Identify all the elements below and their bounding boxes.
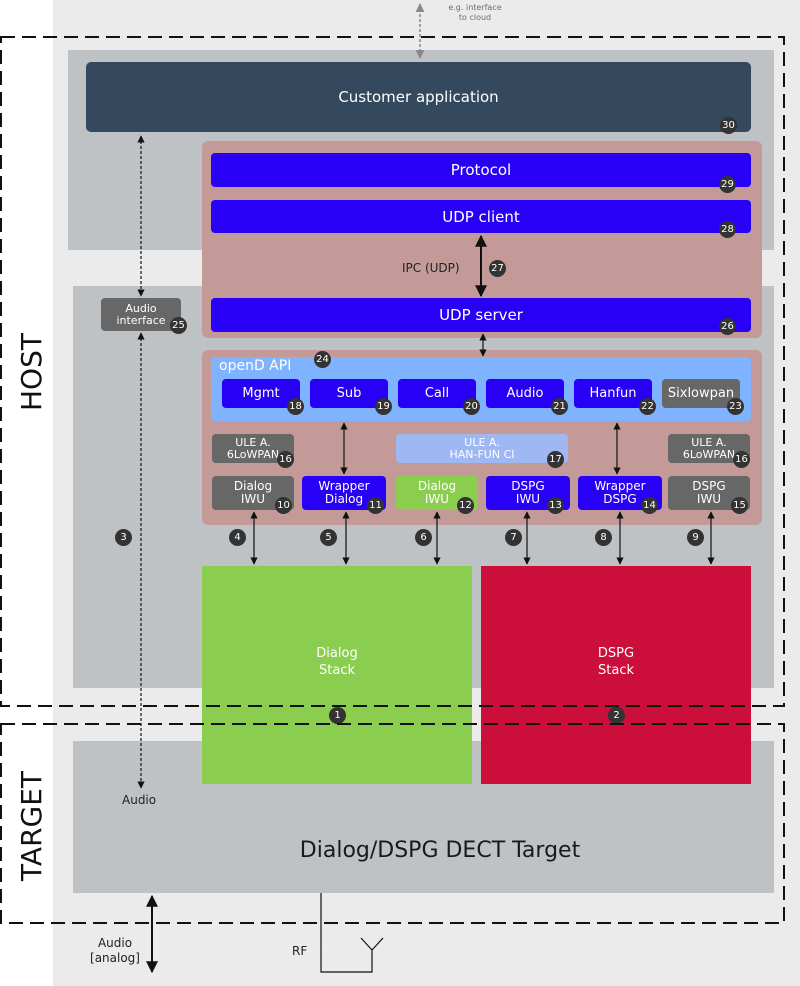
iwu-dialog-left-label: Dialog IWU xyxy=(233,479,273,506)
badge-11: 11 xyxy=(367,497,384,514)
badge-26: 26 xyxy=(719,318,736,335)
badge-28: 28 xyxy=(719,221,736,238)
badge-21: 21 xyxy=(551,398,568,415)
ule-6lowpan-right-label: ULE A. 6LoWPAN xyxy=(682,435,736,461)
badge-10: 10 xyxy=(275,497,292,514)
badge-20: 20 xyxy=(463,398,480,415)
badge-17: 17 xyxy=(547,451,564,468)
badge-12: 12 xyxy=(457,497,474,514)
audio-analog-label: Audio [analog] xyxy=(90,936,140,965)
badge-4: 4 xyxy=(229,529,246,546)
iwu-dspg-label: DSPG IWU xyxy=(511,479,545,506)
udp-server-label: UDP server xyxy=(439,306,523,324)
audio-interface-box: Audio interface xyxy=(101,298,181,331)
badge-6: 6 xyxy=(415,529,432,546)
api-audio-label: Audio xyxy=(506,386,544,401)
audio-interface-label: Audio interface xyxy=(116,301,166,327)
badge-15: 15 xyxy=(731,497,748,514)
iwu-dspg-right-box: DSPG IWU xyxy=(668,476,750,510)
badge-24: 24 xyxy=(314,351,331,368)
badge-19: 19 xyxy=(375,398,392,415)
badge-13: 13 xyxy=(547,497,564,514)
badge-27: 27 xyxy=(489,260,506,277)
wrapper-dspg-label: Wrapper DSPG xyxy=(594,479,646,506)
host-boundary xyxy=(0,36,785,707)
badge-18: 18 xyxy=(287,398,304,415)
badge-25: 25 xyxy=(170,317,187,334)
wrapper-dialog-label: Wrapper Dialog xyxy=(318,479,370,506)
badge-3: 3 xyxy=(115,529,132,546)
badge-30: 30 xyxy=(720,117,737,134)
udp-server-box: UDP server 26 xyxy=(211,298,751,335)
customer-application-label: Customer application xyxy=(338,88,499,106)
rf-label: RF xyxy=(292,944,308,958)
badge-5: 5 xyxy=(320,529,337,546)
ipc-label: IPC (UDP) xyxy=(402,261,460,275)
badge-23: 23 xyxy=(727,398,744,415)
ule-6lowpan-left-label: ULE A. 6LoWPAN xyxy=(226,435,280,461)
api-hanfun-label: Hanfun xyxy=(589,386,637,401)
api-mgmt-box: Mgmt xyxy=(222,379,300,408)
udp-client-box: UDP client 28 xyxy=(211,200,751,238)
api-sixlowpan-label: Sixlowpan xyxy=(667,386,735,401)
rf-antenna xyxy=(320,893,384,973)
udp-client-label: UDP client xyxy=(442,207,520,226)
protocol-label: Protocol xyxy=(450,161,512,179)
ule-hanfun-box: ULE A. HAN-FUN CI xyxy=(396,434,568,463)
badge-8: 8 xyxy=(595,529,612,546)
iwu-dspg-right-label: DSPG IWU xyxy=(692,479,726,506)
dialog-stack-label: Dialog Stack xyxy=(316,646,358,678)
api-sub-label: Sub xyxy=(336,386,362,401)
dspg-stack-box: DSPG Stack 2 xyxy=(481,566,751,784)
api-mgmt-label: Mgmt xyxy=(242,386,280,401)
badge-14: 14 xyxy=(641,497,658,514)
badge-2: 2 xyxy=(608,707,625,724)
ule-hanfun-label: ULE A. HAN-FUN CI xyxy=(449,435,515,461)
cloud-note: e.g. interface to cloud xyxy=(448,3,502,22)
api-hanfun-box: Hanfun xyxy=(574,379,652,408)
protocol-box: Protocol 29 xyxy=(211,153,751,193)
badge-7: 7 xyxy=(505,529,522,546)
audio-label: Audio xyxy=(122,793,157,807)
target-title: Dialog/DSPG DECT Target xyxy=(299,837,581,863)
dialog-stack-box: Dialog Stack 1 xyxy=(202,566,472,784)
ule-6lowpan-left-box: ULE A. 6LoWPAN xyxy=(212,434,294,463)
badge-1: 1 xyxy=(329,707,346,724)
dspg-stack-label: DSPG Stack xyxy=(597,646,635,678)
iwu-dialog-green-label: Dialog IWU xyxy=(417,479,457,506)
customer-application-box: Customer application 30 xyxy=(86,62,751,134)
opend-api-label: openD API xyxy=(219,358,292,374)
badge-9: 9 xyxy=(687,529,704,546)
badge-22: 22 xyxy=(639,398,656,415)
api-call-label: Call xyxy=(424,386,450,401)
target-boundary xyxy=(0,723,785,924)
badge-16-right: 16 xyxy=(733,451,750,468)
badge-16-left: 16 xyxy=(277,451,294,468)
badge-29: 29 xyxy=(719,176,736,193)
